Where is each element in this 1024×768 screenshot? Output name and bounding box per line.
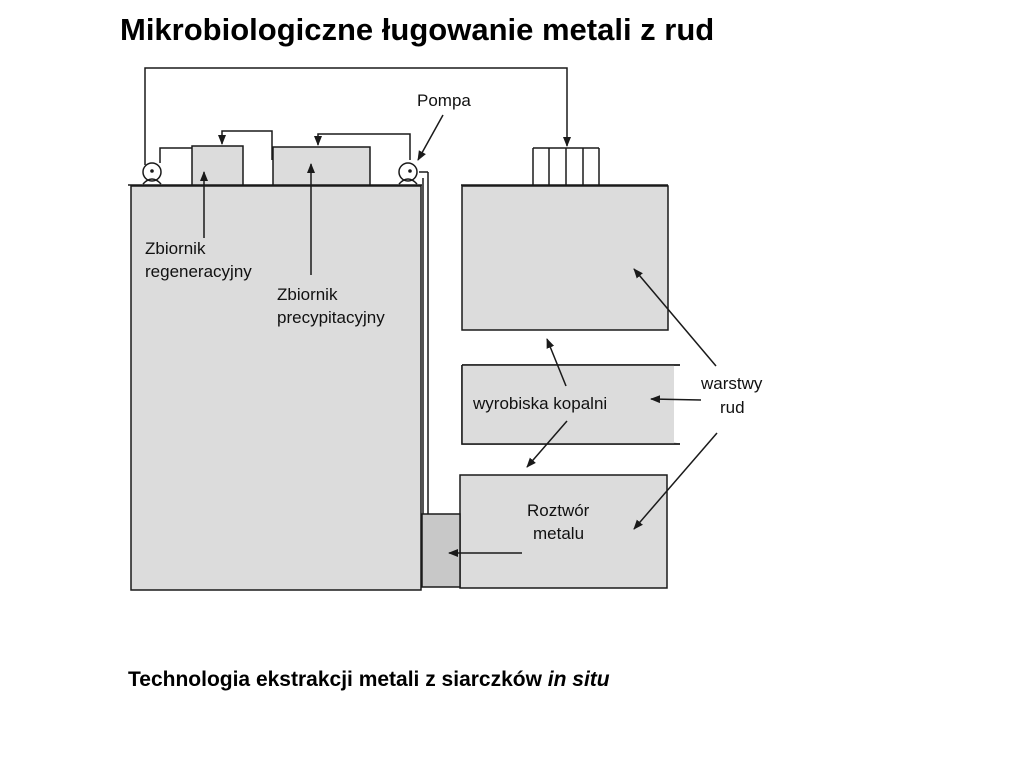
solution-label-line2: metalu (533, 524, 584, 543)
regen-label-line2: regeneracyjny (145, 262, 252, 281)
solution-label-line1: Roztwór (527, 501, 590, 520)
pump-pointer-arrow (417, 114, 444, 161)
regeneration-tank (191, 145, 244, 186)
regen-label-line1: Zbiornik (145, 239, 206, 258)
pipe-regen-loop (218, 130, 273, 160)
precip-label-line1: Zbiornik (277, 285, 338, 304)
pump-label: Pompa (417, 91, 471, 110)
ore-label-line1: warstwy (700, 374, 763, 393)
slide-caption: Technologia ekstrakcji metali z siarczkó… (128, 668, 610, 692)
ore-label-line2: rud (720, 398, 745, 417)
precip-label-line2: precypitacyjny (277, 308, 385, 327)
mine-arrow-down (526, 420, 568, 468)
leaching-diagram: Pompa Zbiornik regeneracyjny Zbiornik pr… (128, 67, 763, 591)
slide-title: Mikrobiologiczne ługowanie metali z rud (120, 12, 715, 47)
mine-label: wyrobiska kopalni (472, 394, 607, 413)
ground-block-left (130, 185, 422, 591)
ore-layer-lower (459, 474, 668, 589)
ore-arrow-lower (633, 432, 718, 530)
pipe-pump-to-regen (159, 147, 192, 163)
ore-layer-upper (461, 185, 669, 331)
precipitation-tank (272, 146, 371, 186)
caption-main: Technologia ekstrakcji metali z siarczkó… (128, 668, 548, 691)
top-loop-pipe (144, 67, 571, 165)
pump-left-icon (142, 162, 162, 185)
pump-right-icon (398, 162, 418, 185)
pipe-precip-loop (314, 133, 411, 160)
collection-sump (421, 513, 461, 588)
ore-arrow-middle (650, 395, 702, 404)
mine-arrow-up (546, 338, 567, 387)
ore-arrow-upper (633, 268, 717, 367)
caption-italic: in situ (547, 668, 610, 691)
